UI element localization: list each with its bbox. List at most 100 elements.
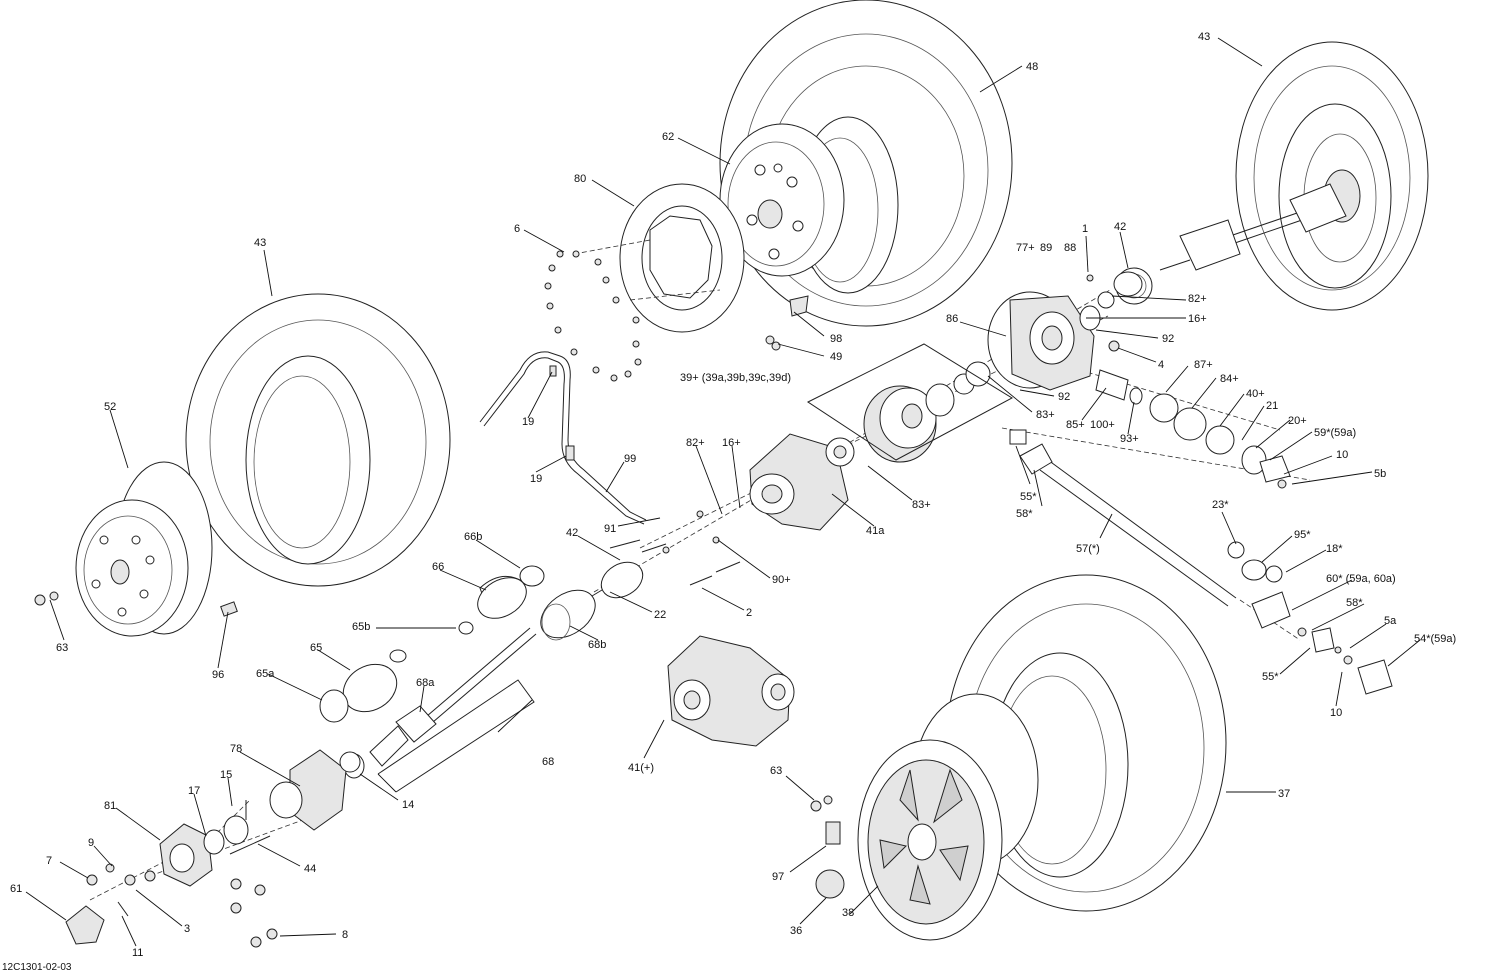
differential-41a — [749, 433, 855, 531]
callout-86: 86 — [946, 313, 958, 325]
callout-57: 57(*) — [1076, 543, 1100, 555]
callout-42-mid: 42 — [566, 527, 578, 539]
callout-98: 98 — [830, 333, 842, 345]
callout-37: 37 — [1278, 788, 1290, 800]
callout-62: 62 — [662, 131, 674, 143]
callout-60: 60* (59a, 60a) — [1326, 573, 1396, 585]
callout-99: 99 — [624, 453, 636, 465]
callout-16-mid: 16+ — [722, 437, 741, 449]
callout-1: 1 — [1082, 223, 1088, 235]
callout-54: 54*(59a) — [1414, 633, 1456, 645]
differential-41 — [667, 635, 795, 747]
callout-42-top: 42 — [1114, 221, 1126, 233]
leader-lines — [25, 37, 1421, 947]
callout-10-upper: 10 — [1336, 449, 1348, 461]
drive-shaft-68 — [369, 583, 613, 767]
callout-96: 96 — [212, 669, 224, 681]
carrier-bracket — [807, 343, 1014, 461]
callout-81: 81 — [104, 800, 116, 812]
diff-carrier-39 — [863, 361, 991, 463]
callout-61: 61 — [10, 883, 22, 895]
callout-59: 59*(59a) — [1314, 427, 1356, 439]
callout-78: 78 — [230, 743, 242, 755]
callout-48: 48 — [1026, 61, 1038, 73]
callout-82-mid: 82+ — [686, 437, 705, 449]
callout-43-top-right: 43 — [1198, 31, 1210, 43]
callout-65a: 65a — [256, 668, 275, 680]
callout-39: 39+ (39a,39b,39c,39d) — [680, 372, 791, 384]
cv-boots — [319, 565, 545, 779]
callout-9: 9 — [88, 837, 94, 849]
callout-91: 91 — [604, 523, 616, 535]
callout-20: 20+ — [1288, 415, 1307, 427]
callout-80: 80 — [574, 173, 586, 185]
hub-81 — [159, 815, 249, 887]
tire-top-right — [1235, 41, 1429, 311]
brake-line — [479, 351, 647, 525]
callout-92-lower: 92 — [1058, 391, 1070, 403]
callout-55-upper: 55* — [1020, 491, 1037, 503]
callout-85: 85+ — [1066, 419, 1085, 431]
callout-10-lower: 10 — [1330, 707, 1342, 719]
callout-14: 14 — [402, 799, 414, 811]
u-joints — [1009, 429, 1393, 695]
callout-63-bottom: 63 — [770, 765, 782, 777]
callout-19-lower: 19 — [530, 473, 542, 485]
callout-87: 87+ — [1194, 359, 1213, 371]
callout-15: 15 — [220, 769, 232, 781]
callout-77: 77+ — [1016, 242, 1035, 254]
callout-83-upper: 83+ — [1036, 409, 1055, 421]
wheel-rim-52 — [75, 461, 213, 637]
wheel-rim-38 — [857, 693, 1039, 941]
callout-89: 89 — [1040, 242, 1052, 254]
callout-16-top: 16+ — [1188, 313, 1207, 325]
callout-21: 21 — [1266, 400, 1278, 412]
callout-83-lower: 83+ — [912, 499, 931, 511]
hardware-bolts — [34, 271, 1353, 948]
callout-88: 88 — [1064, 242, 1076, 254]
callout-100: 100+ — [1090, 419, 1115, 431]
shaft-bracket — [377, 679, 535, 793]
tire-left — [185, 293, 451, 587]
callout-92-upper: 92 — [1162, 333, 1174, 345]
callout-41a: 41a — [866, 525, 885, 537]
callout-63-left: 63 — [56, 642, 68, 654]
callout-19-upper: 19 — [522, 416, 534, 428]
callout-2: 2 — [746, 607, 752, 619]
callout-58-lower: 58* — [1346, 597, 1363, 609]
callout-43-left: 43 — [254, 237, 266, 249]
callout-84: 84+ — [1220, 373, 1239, 385]
callout-5a: 5a — [1384, 615, 1397, 627]
callout-18: 18* — [1326, 543, 1343, 555]
callout-66b: 66b — [464, 531, 482, 543]
wheel-rim-62 — [719, 123, 845, 277]
callout-8: 8 — [342, 929, 348, 941]
callout-49: 49 — [830, 351, 842, 363]
drive-shaft-right — [1159, 183, 1347, 271]
callout-23: 23* — [1212, 499, 1229, 511]
diagram-code: 12C1301-02-03 — [2, 962, 72, 973]
callout-5b: 5b — [1374, 468, 1386, 480]
callout-11: 11 — [132, 947, 143, 959]
callout-55-lower: 55* — [1262, 671, 1279, 683]
callout-17: 17 — [188, 785, 200, 797]
knuckle-78 — [269, 749, 347, 831]
callout-41: 41(+) — [628, 762, 654, 774]
hub-cap-61 — [65, 905, 105, 945]
pinion-components — [1095, 369, 1267, 475]
callout-3: 3 — [184, 923, 190, 935]
callout-95: 95* — [1294, 529, 1311, 541]
prop-shaft-57 — [1019, 443, 1291, 629]
beadlock-ring-80 — [619, 183, 745, 333]
callout-40: 40+ — [1246, 388, 1265, 400]
callout-38: 38 — [842, 907, 854, 919]
callout-labels: 43 48 43 62 80 6 52 63 96 19 19 99 98 49… — [2, 31, 1456, 973]
callout-68b: 68b — [588, 639, 606, 651]
callout-44: 44 — [304, 863, 316, 875]
callout-93: 93+ — [1120, 433, 1139, 445]
callout-65: 65 — [310, 642, 322, 654]
callout-58-upper: 58* — [1016, 508, 1033, 520]
callout-66: 66 — [432, 561, 444, 573]
callout-52: 52 — [104, 401, 116, 413]
